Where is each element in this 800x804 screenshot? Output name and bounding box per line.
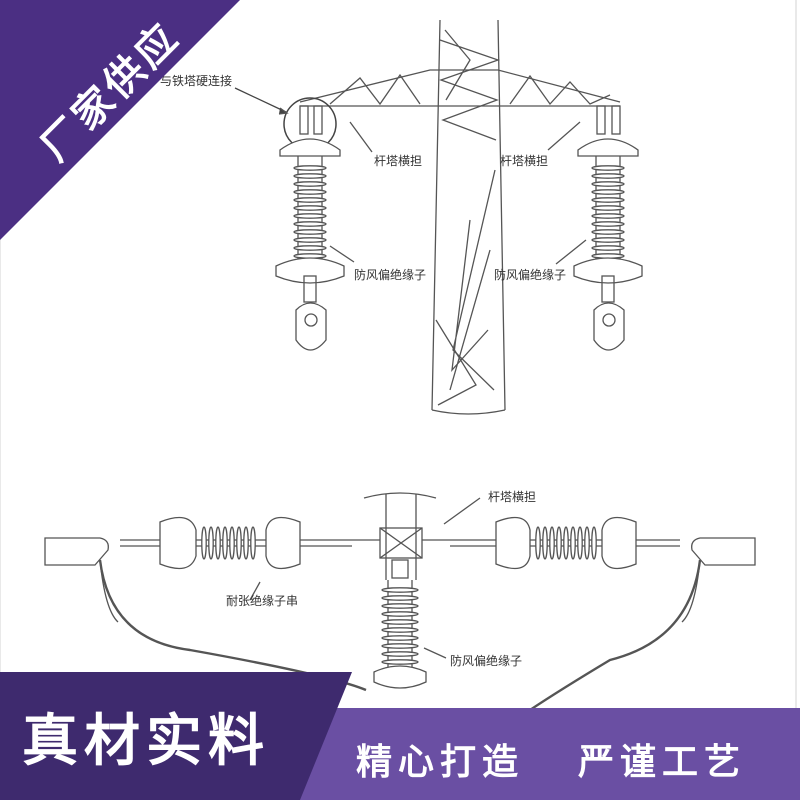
- insulator-left-top: [275, 105, 345, 351]
- insulator-shed: [208, 526, 214, 560]
- insulator-shed: [591, 221, 625, 227]
- tension-string-right: [450, 516, 680, 570]
- insulator-shed: [591, 237, 625, 243]
- insulator-shed: [591, 189, 625, 195]
- insulator-shed: [229, 526, 235, 560]
- footer-shape: [0, 672, 800, 800]
- label-crossarm-bottom: 杆塔横担: [488, 490, 537, 504]
- label-hard-connection: 与铁塔硬连接: [160, 74, 233, 88]
- insulator-shed: [549, 526, 555, 560]
- insulator-shed: [293, 245, 327, 251]
- insulator-shed: [381, 611, 419, 617]
- footer-title: 真材实料: [22, 709, 270, 774]
- insulator-shed: [535, 526, 541, 560]
- insulator-shed: [293, 189, 327, 195]
- label-insulator-left: 防风偏绝缘子: [354, 268, 427, 282]
- insulator-shed: [222, 526, 228, 560]
- insulator-shed: [293, 197, 327, 203]
- insulator-shed: [591, 165, 625, 171]
- tower-bottom: [352, 492, 450, 580]
- label-tension-string: 耐张绝缘子串: [226, 594, 299, 608]
- label-crossarm-right: 杆塔横担: [500, 154, 549, 168]
- insulator-vertical-bottom: [373, 559, 427, 689]
- insulator-shed: [591, 213, 625, 219]
- footer-slogan-2: 严谨工艺: [578, 742, 747, 783]
- insulator-shed: [293, 173, 327, 179]
- insulator-shed: [243, 526, 249, 560]
- insulator-shed: [381, 651, 419, 657]
- insulator-shed: [381, 587, 419, 593]
- insulator-shed: [381, 635, 419, 641]
- label-insulator-right: 防风偏绝缘子: [494, 268, 567, 282]
- corner-banner-shape: [0, 0, 240, 240]
- insulator-shed: [591, 229, 625, 235]
- footer-banner: [0, 672, 800, 800]
- insulator-shed: [381, 619, 419, 625]
- insulator-shed: [381, 659, 419, 665]
- insulator-shed: [542, 526, 548, 560]
- insulator-shed: [381, 603, 419, 609]
- insulator-shed: [201, 526, 207, 560]
- insulator-shed: [381, 643, 419, 649]
- insulator-shed: [591, 526, 597, 560]
- footer-slogan-1: 精心打造: [356, 742, 525, 783]
- insulator-shed: [584, 526, 590, 560]
- insulator-shed: [570, 526, 576, 560]
- insulator-shed: [591, 245, 625, 251]
- insulator-shed: [293, 165, 327, 171]
- label-crossarm-left: 杆塔横担: [374, 154, 423, 168]
- insulator-shed: [293, 213, 327, 219]
- corner-banner: 厂家供应: [0, 0, 260, 260]
- insulator-shed: [250, 526, 256, 560]
- insulator-shed: [293, 237, 327, 243]
- insulator-shed: [556, 526, 562, 560]
- tension-string-left: [120, 516, 352, 570]
- insulator-shed: [577, 526, 583, 560]
- insulator-shed: [293, 229, 327, 235]
- insulator-shed: [236, 526, 242, 560]
- insulator-shed: [591, 181, 625, 187]
- tower-top: [299, 19, 621, 415]
- label-insulator-bottom: 防风偏绝缘子: [450, 654, 523, 668]
- insulator-shed: [563, 526, 569, 560]
- insulator-right-top: [573, 105, 643, 351]
- insulator-shed: [591, 173, 625, 179]
- insulator-shed: [293, 221, 327, 227]
- insulator-shed: [381, 627, 419, 633]
- insulator-shed: [293, 181, 327, 187]
- insulator-shed: [591, 197, 625, 203]
- insulator-shed: [215, 526, 221, 560]
- insulator-shed: [591, 205, 625, 211]
- insulator-shed: [293, 205, 327, 211]
- insulator-shed: [381, 595, 419, 601]
